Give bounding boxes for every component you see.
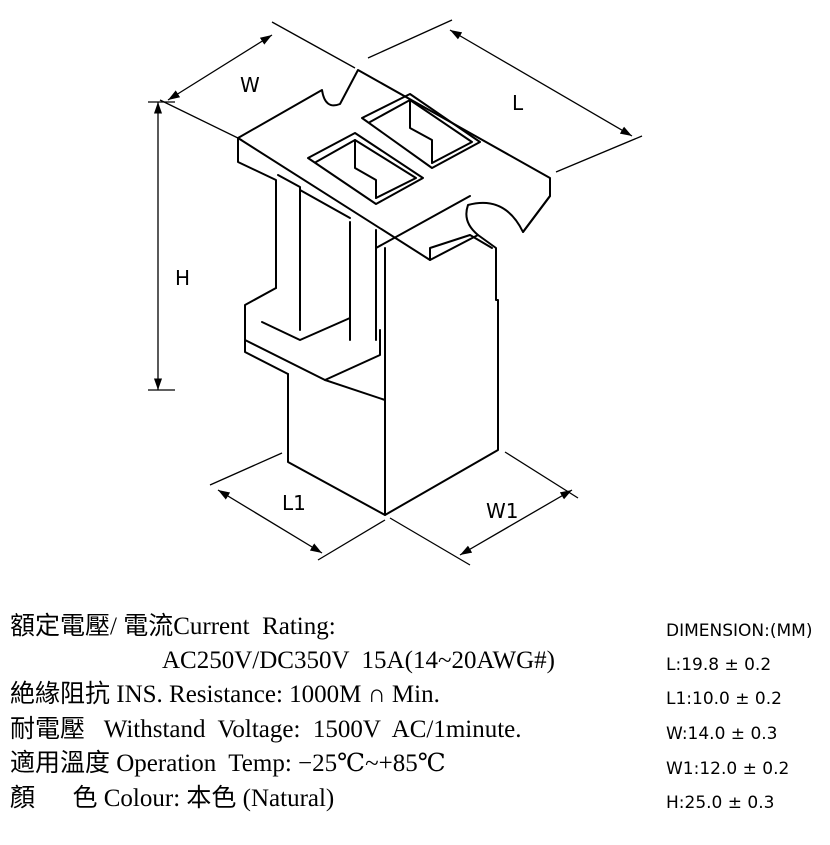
dimension-l1: L1:10.0 ± 0.2 [666,689,782,709]
dimension-h: H:25.0 ± 0.3 [666,793,775,813]
dimension-w: W:14.0 ± 0.3 [666,724,778,744]
connector-outline [237,69,551,516]
spec-insulation: 絶緣阻抗 INS. Resistance: 1000M ∩ Min. [10,681,440,708]
spec-current-value: AC250V/DC350V 15A(14~20AWG#) [162,647,555,674]
dim-label-l: L [512,91,524,115]
connector-drawing: W L H L1 W1 [148,19,643,566]
dimension-lines [148,19,643,566]
spec-colour: 顏 色 Colour: 本色 (Natural) [10,785,335,812]
spec-current-rating: 額定電壓/ 電流Current Rating: [10,613,336,640]
spec-withstand: 耐電壓 Withstand Voltage: 1500V AC/1minute. [10,716,522,743]
dim-label-w1: W1 [486,499,519,523]
dim-label-w: W [240,73,260,97]
dimension-w1: W1:12.0 ± 0.2 [666,759,790,779]
dim-label-l1: L1 [282,491,306,515]
dim-label-h: H [175,266,190,290]
spec-operation: 適用溫度 Operation Temp: −25℃~+85℃ [10,750,446,777]
dimension-header: DIMENSION:(MM) [666,621,813,641]
dimension-l: L:19.8 ± 0.2 [666,655,772,675]
